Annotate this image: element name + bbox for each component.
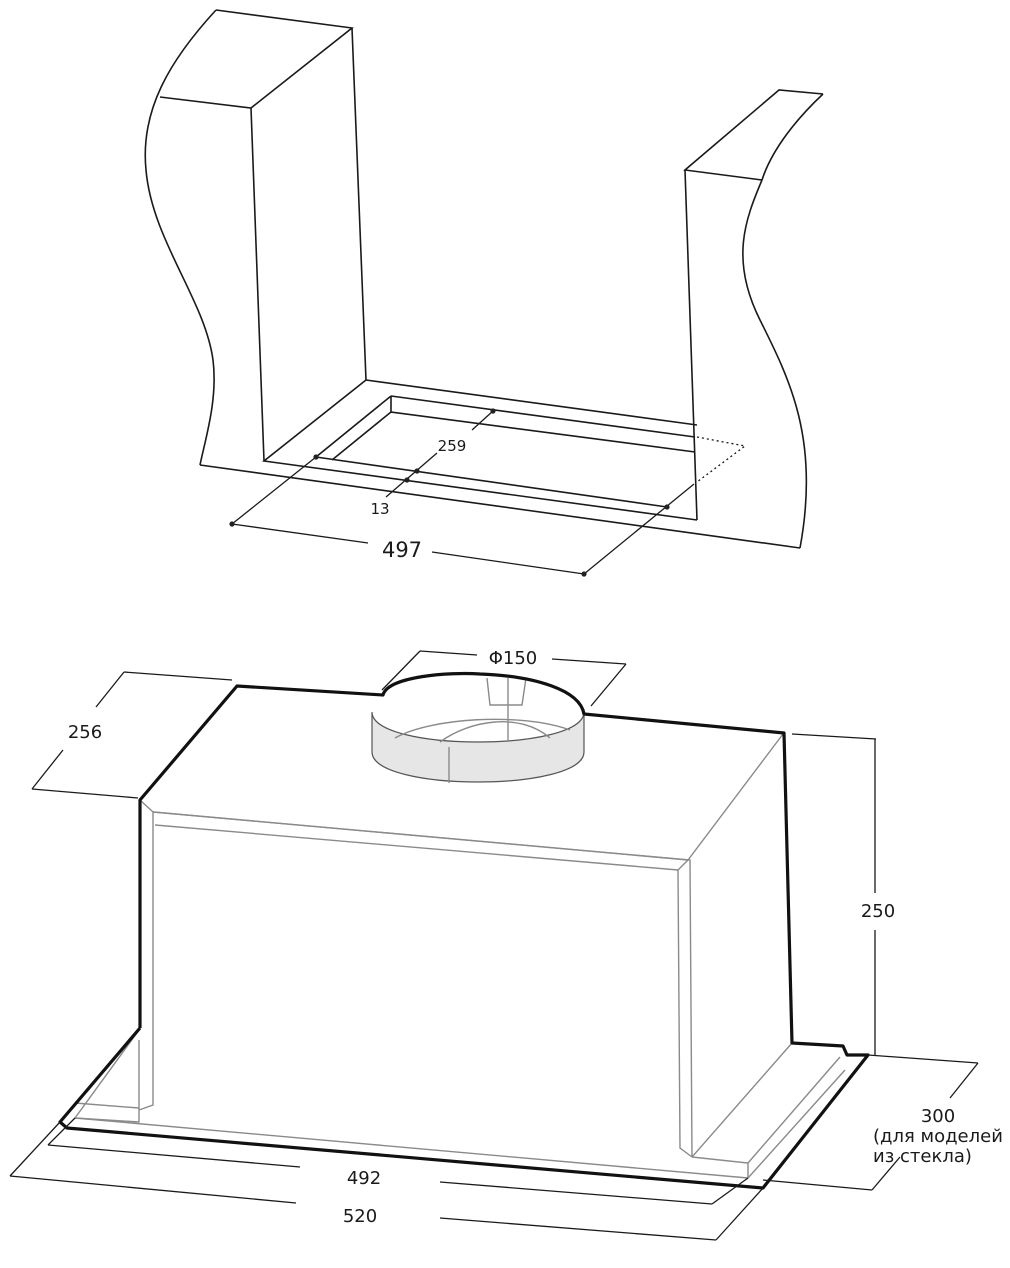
dim-300-ext-front [762, 1179, 873, 1191]
duct-inner-flap [486, 677, 527, 706]
dim-300-line-back [949, 1062, 979, 1099]
dim-256-ext-bottom [31, 788, 139, 799]
hood-front-inner-line [154, 824, 679, 871]
dim-497-line-left [231, 523, 369, 544]
dim-520-ext-right [715, 1187, 764, 1241]
hood-outer-contour [58, 671, 870, 1190]
dim-259-label: 259 [438, 437, 467, 455]
cutout-opening [314, 395, 696, 508]
cutout-corner-point-right [664, 504, 670, 510]
cabinet-bottom-left-edge [262, 379, 698, 521]
cabinet-bottom-front-edge [199, 464, 801, 549]
hood-front-panel-outline [138, 811, 693, 1158]
left-cabinet-front-edge [250, 107, 265, 462]
dim-13-point [404, 477, 410, 483]
dim-259-line [385, 410, 494, 498]
dim-256-label: 256 [68, 722, 102, 743]
hood-left-side-inner [73, 1029, 140, 1123]
dim-520-line-right [439, 1217, 717, 1241]
dim-497-point-right [581, 571, 587, 577]
dim-520-ext-left [9, 1121, 61, 1177]
hood-drawing: Φ150 256 250 300 (для моделей из стекла)… [9, 648, 1003, 1241]
hood-bottom-frame [74, 1042, 846, 1179]
dim-497-line-right [431, 551, 585, 575]
cabinet-cutout-drawing: 497 259 13 [144, 9, 824, 577]
dim-13-label: 13 [370, 500, 389, 518]
dim-256-line-bottom [31, 749, 64, 790]
dim-250-label: 250 [861, 901, 895, 922]
dim-492-ext-right [711, 1177, 749, 1205]
dim-259-point-top [490, 408, 496, 414]
dim-492-line-right [439, 1181, 713, 1205]
dim-150-label: Φ150 [489, 648, 538, 669]
dim-259-point-bottom [414, 468, 420, 474]
right-cabinet-top-face [683, 89, 824, 181]
dim-492-line-left [47, 1144, 301, 1168]
cutout-corner-point [313, 454, 319, 460]
left-cabinet-wave-edge [144, 9, 217, 466]
glass-note-line-2: из стекла) [873, 1146, 972, 1167]
dim-300-label: 300 [921, 1106, 955, 1127]
dim-300-ext-back [867, 1054, 979, 1064]
dim-256-ext-top [123, 671, 233, 681]
left-cabinet-top-face [159, 9, 354, 109]
dim-150-line-right [551, 658, 627, 665]
dim-150-ext-left [381, 650, 421, 691]
dim-300-line-front [871, 1156, 901, 1191]
duct-collar-body [371, 711, 585, 783]
dim-520-label: 520 [343, 1206, 377, 1227]
cabinet-bottom-back-edge [365, 379, 698, 426]
dim-497-right-ext [583, 483, 695, 575]
glass-note-line-1: (для моделей [873, 1126, 1003, 1147]
dim-150-ext-right [590, 663, 627, 707]
dim-256-line-top [95, 671, 125, 708]
dim-250-ext-top [791, 733, 877, 740]
left-cabinet-inner-edge [351, 27, 367, 381]
dim-497-point-left [229, 521, 235, 527]
dim-497-left-ext [231, 456, 317, 525]
dim-497-label: 497 [382, 538, 422, 562]
right-cabinet-inner-edge [684, 169, 698, 521]
right-cabinet-wave-edge [742, 93, 824, 549]
dim-492-label: 492 [347, 1168, 381, 1189]
dim-520-line-left [9, 1175, 297, 1204]
duct-inner-damper [394, 678, 571, 743]
cutout-projection-dotted [696, 436, 747, 483]
dim-150-line-left [419, 650, 478, 656]
dim-492-ext-left [47, 1117, 76, 1146]
